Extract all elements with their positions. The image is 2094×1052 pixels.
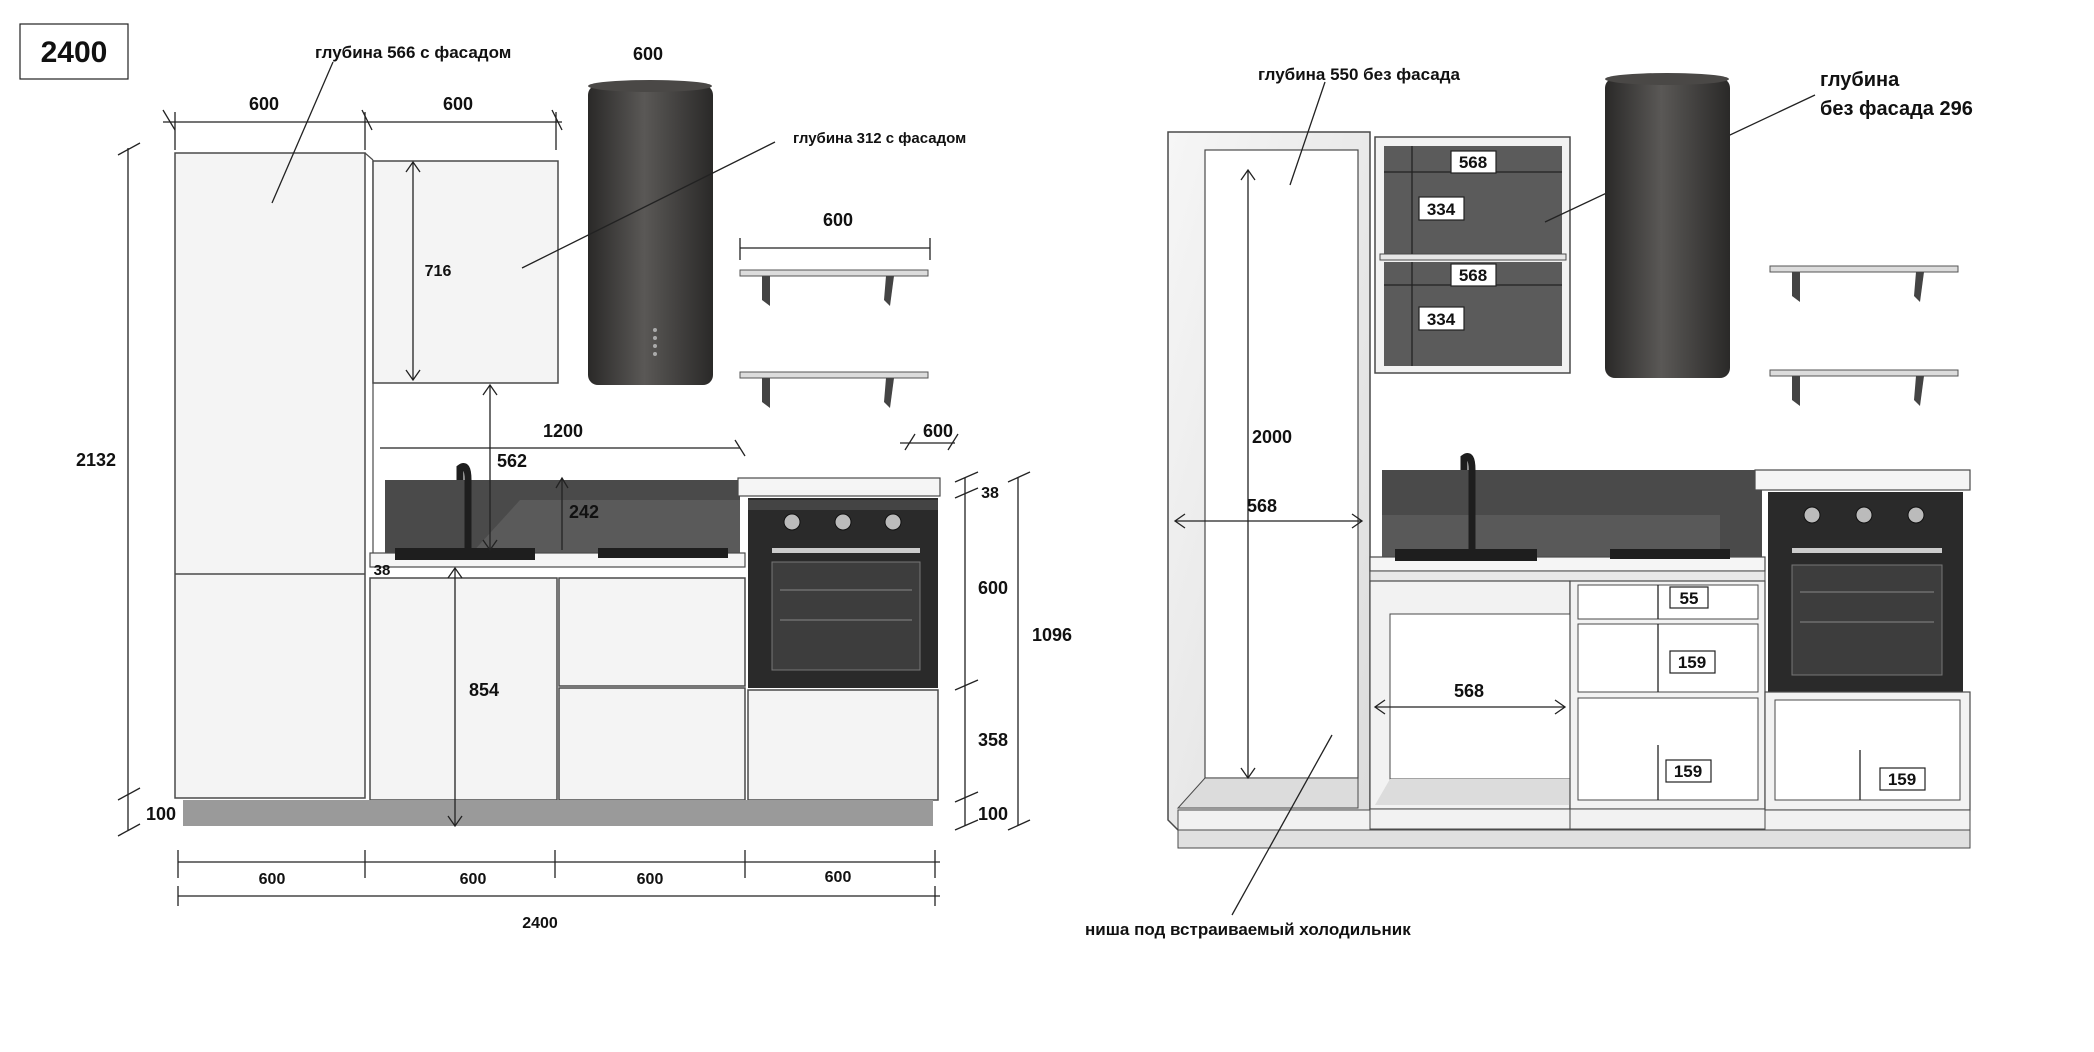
label-plinth-100: 100 — [146, 804, 176, 824]
label-sink-568: 568 — [1454, 681, 1484, 701]
shelf-right-lower — [1769, 369, 1959, 406]
label-bottom-600-3: 600 — [637, 871, 664, 888]
shelf-lower — [739, 371, 929, 408]
plinth — [183, 800, 933, 826]
label-drawer-159-c: 159 — [1888, 770, 1916, 789]
label-wall-568-top: 568 — [1459, 153, 1487, 172]
label-right-100: 100 — [978, 804, 1008, 824]
label-1096: 1096 — [1032, 625, 1072, 645]
label-drawer-159-a: 159 — [1678, 653, 1706, 672]
label-depth-wall-1: глубина — [1820, 69, 1900, 91]
base-drawer-bot — [558, 687, 746, 801]
label-drawer-159-b: 159 — [1674, 762, 1702, 781]
base-sink — [369, 577, 558, 801]
label-38-left: 38 — [374, 562, 391, 579]
left-elevation: глубина 566 с фасадом 600 600 600 глубин… — [76, 43, 1072, 932]
label-2132: 2132 — [76, 450, 116, 470]
base-oven-drawer — [747, 689, 939, 801]
label-fridge-568: 568 — [1247, 496, 1277, 516]
title-box — [19, 23, 129, 80]
label-1200: 1200 — [543, 421, 583, 441]
label-358: 358 — [978, 730, 1008, 750]
base-drawer-top — [558, 577, 746, 687]
title-text: 2400 — [41, 36, 108, 69]
label-drawer-55: 55 — [1680, 589, 1699, 608]
label-right-600: 600 — [978, 578, 1008, 598]
label-depth-frame: глубина 550 без фасада — [1258, 65, 1461, 84]
label-bottom-600-1: 600 — [259, 871, 286, 888]
label-600-right: 600 — [923, 421, 953, 441]
shelf-upper — [739, 269, 929, 306]
label-fridge-note: ниша под встраиваемый холодильник — [1085, 920, 1411, 939]
label-wall-334-bot: 334 — [1427, 310, 1456, 329]
shelf-right-upper — [1769, 265, 1959, 302]
label-top-600-a: 600 — [249, 94, 279, 114]
right-elevation: глубина 550 без фасада глубина без фасад… — [1085, 65, 1973, 939]
cooker-hood-right — [1605, 78, 1730, 378]
label-bottom-600-4: 600 — [825, 869, 852, 886]
label-wall-568-bot: 568 — [1459, 266, 1487, 285]
label-depth-tall: глубина 566 с фасадом — [315, 43, 511, 62]
cooker-hood — [588, 85, 713, 385]
label-wall-334-top: 334 — [1427, 200, 1456, 219]
label-shelf-600: 600 — [823, 210, 853, 230]
label-depth-wall-2: без фасада 296 — [1820, 98, 1973, 120]
label-562: 562 — [497, 451, 527, 471]
label-716: 716 — [425, 263, 452, 280]
label-depth-wall: глубина 312 с фасадом — [793, 130, 966, 147]
label-854: 854 — [469, 680, 499, 700]
label-top-600-b: 600 — [443, 94, 473, 114]
label-242: 242 — [569, 502, 599, 522]
label-hood-600: 600 — [633, 44, 663, 64]
label-38-right: 38 — [981, 485, 999, 502]
label-bottom-2400: 2400 — [522, 915, 558, 932]
wall-cabinet — [372, 160, 559, 384]
label-fridge-2000: 2000 — [1252, 427, 1292, 447]
tall-cabinet — [174, 152, 366, 799]
label-bottom-600-2: 600 — [460, 871, 487, 888]
